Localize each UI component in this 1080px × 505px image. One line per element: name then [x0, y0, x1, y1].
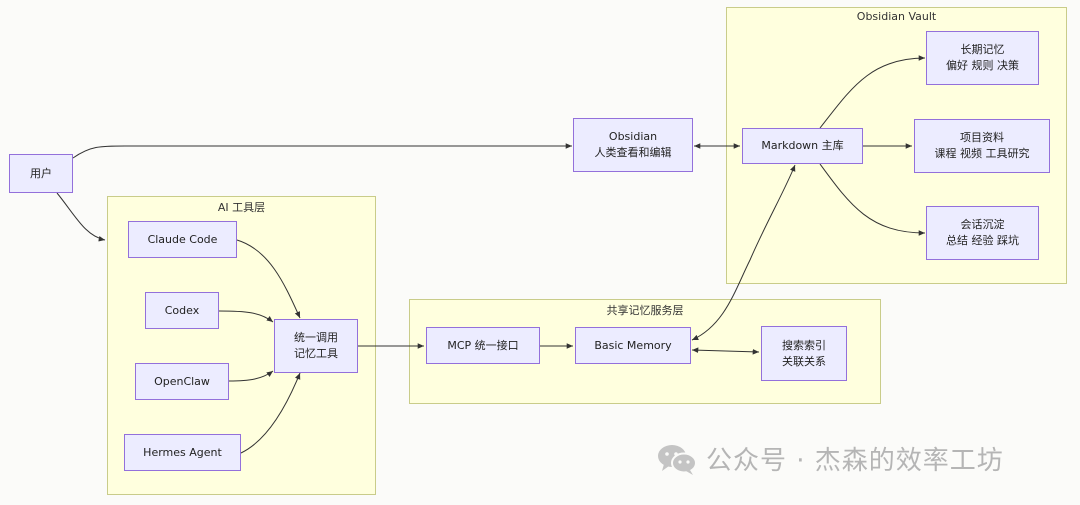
- node-search-desc: 关联关系: [782, 354, 826, 368]
- node-mcp-interface: MCP 统一接口: [426, 327, 540, 364]
- wechat-icon: [658, 444, 697, 475]
- node-codex: Codex: [145, 292, 219, 329]
- node-long-term-memory: 长期记忆 偏好 规则 决策: [926, 31, 1039, 85]
- watermark-text: 公众号 · 杰森的效率工坊: [706, 446, 1004, 476]
- node-mcp-label: MCP 统一接口: [447, 338, 519, 352]
- node-search-index: 搜索索引 关联关系: [761, 326, 847, 381]
- node-openclaw: OpenClaw: [135, 363, 229, 400]
- node-obsidian-desc: 人类查看和编辑: [594, 146, 672, 159]
- node-obsidian: Obsidian 人类查看和编辑: [573, 118, 693, 172]
- node-openclaw-label: OpenClaw: [154, 374, 210, 388]
- node-user: 用户: [9, 154, 73, 193]
- node-hermes-agent: Hermes Agent: [124, 434, 241, 471]
- node-project-materials: 项目资料 课程 视频 工具研究: [914, 119, 1050, 173]
- node-obsidian-title: Obsidian: [608, 130, 658, 143]
- cluster-title-memory-service: 共享记忆服务层: [606, 304, 684, 317]
- node-hermes-label: Hermes Agent: [143, 445, 222, 459]
- node-session-desc: 总结 经验 踩坑: [946, 234, 1019, 247]
- node-markdown: Markdown 主库: [742, 128, 863, 164]
- node-session-notes: 会话沉淀 总结 经验 踩坑: [926, 206, 1039, 260]
- node-unified-memory-tool: 统一调用 记忆工具: [274, 319, 358, 373]
- cluster-title-ai-tools: AI 工具层: [217, 201, 266, 214]
- node-basic-memory: Basic Memory: [575, 327, 691, 364]
- node-longterm-title: 长期记忆: [960, 43, 1005, 56]
- node-project-desc: 课程 视频 工具研究: [934, 147, 1030, 160]
- cluster-title-vault: Obsidian Vault: [856, 10, 937, 23]
- node-codex-label: Codex: [164, 303, 200, 317]
- watermark: 公众号 · 杰森的效率工坊: [656, 440, 1004, 477]
- node-search-title: 搜索索引: [782, 338, 826, 352]
- node-claude-code-label: Claude Code: [147, 232, 218, 246]
- node-session-title: 会话沉淀: [960, 218, 1005, 231]
- edge-user-ai-tools: [56, 192, 106, 242]
- edge-user-obsidian: [72, 143, 572, 159]
- node-user-label: 用户: [30, 166, 52, 180]
- node-basic-memory-label: Basic Memory: [594, 338, 672, 352]
- node-longterm-desc: 偏好 规则 决策: [946, 59, 1019, 72]
- node-unified-title: 统一调用: [294, 331, 338, 344]
- node-claude-code: Claude Code: [128, 221, 237, 258]
- node-markdown-label: Markdown 主库: [761, 139, 844, 152]
- node-project-title: 项目资料: [960, 131, 1004, 144]
- node-unified-desc: 记忆工具: [294, 347, 338, 360]
